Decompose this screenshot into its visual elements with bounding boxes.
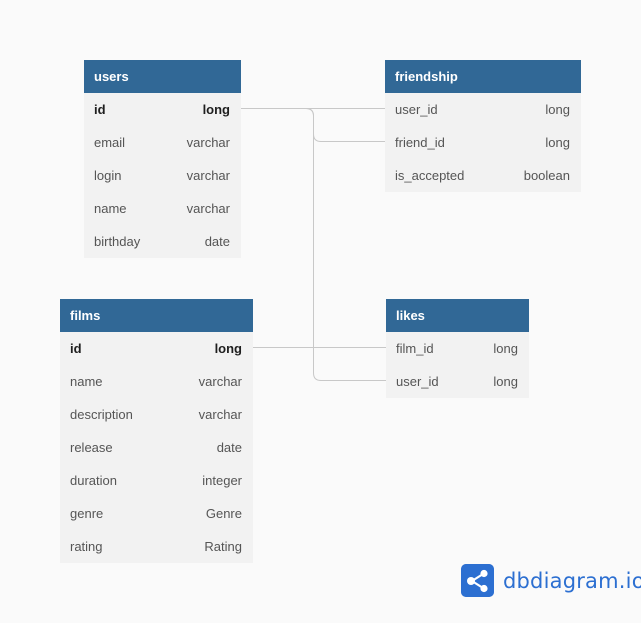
column-name: user_id xyxy=(396,374,439,389)
column-type: date xyxy=(204,234,230,249)
column-name: rating xyxy=(70,539,103,554)
column-row-description[interactable]: description varchar xyxy=(60,398,253,431)
column-type: Rating xyxy=(204,539,242,554)
column-type: varchar xyxy=(198,407,242,422)
column-row-release[interactable]: release date xyxy=(60,431,253,464)
column-type: long xyxy=(202,102,230,117)
column-type: Genre xyxy=(205,506,242,521)
column-type: date xyxy=(216,440,242,455)
brand-watermark[interactable]: dbdiagram.io xyxy=(461,564,641,597)
column-type: long xyxy=(214,341,242,356)
column-name: friend_id xyxy=(395,135,445,150)
column-name: id xyxy=(70,341,82,356)
table-header-users[interactable]: users xyxy=(84,60,241,93)
column-name: film_id xyxy=(396,341,434,356)
column-name: user_id xyxy=(395,102,438,117)
column-row-name[interactable]: name varchar xyxy=(84,192,241,225)
table-users[interactable]: users id long email varchar login varcha… xyxy=(84,60,241,258)
column-type: long xyxy=(493,374,518,389)
column-name: description xyxy=(70,407,133,422)
column-name: birthday xyxy=(94,234,141,249)
column-row-friend-id[interactable]: friend_id long xyxy=(385,126,581,159)
column-type: long xyxy=(545,135,570,150)
column-type: varchar xyxy=(198,374,242,389)
table-friendship[interactable]: friendship user_id long friend_id long i… xyxy=(385,60,581,192)
column-name: is_accepted xyxy=(395,168,465,183)
column-row-rating[interactable]: rating Rating xyxy=(60,530,253,563)
column-row-genre[interactable]: genre Genre xyxy=(60,497,253,530)
column-name: login xyxy=(94,168,122,183)
column-name: name xyxy=(94,201,127,216)
table-likes[interactable]: likes film_id long user_id long xyxy=(386,299,529,398)
column-type: long xyxy=(545,102,570,117)
column-type: long xyxy=(493,341,518,356)
column-row-user-id[interactable]: user_id long xyxy=(386,365,529,398)
column-row-film-id[interactable]: film_id long xyxy=(386,332,529,365)
column-row-id[interactable]: id long xyxy=(84,93,241,126)
column-row-email[interactable]: email varchar xyxy=(84,126,241,159)
column-type: varchar xyxy=(186,168,230,183)
column-name: email xyxy=(94,135,126,150)
table-header-friendship[interactable]: friendship xyxy=(385,60,581,93)
column-type: varchar xyxy=(186,201,230,216)
table-header-films[interactable]: films xyxy=(60,299,253,332)
column-type: boolean xyxy=(523,168,570,183)
connector-users-id-to-friendship-friend-id xyxy=(241,108,385,142)
column-name: id xyxy=(94,102,106,117)
column-row-login[interactable]: login varchar xyxy=(84,159,241,192)
connector-users-id-to-likes-user-id xyxy=(305,108,386,381)
table-header-likes[interactable]: likes xyxy=(386,299,529,332)
column-row-birthday[interactable]: birthday date xyxy=(84,225,241,258)
column-name: duration xyxy=(70,473,117,488)
column-row-user-id[interactable]: user_id long xyxy=(385,93,581,126)
column-name: genre xyxy=(70,506,104,521)
column-row-duration[interactable]: duration integer xyxy=(60,464,253,497)
brand-name: dbdiagram.io xyxy=(503,568,641,593)
column-type: integer xyxy=(202,473,242,488)
column-name: release xyxy=(70,440,113,455)
column-name: name xyxy=(70,374,103,389)
share-nodes-icon xyxy=(461,564,494,597)
column-row-id[interactable]: id long xyxy=(60,332,253,365)
column-row-name[interactable]: name varchar xyxy=(60,365,253,398)
column-type: varchar xyxy=(186,135,230,150)
column-row-is-accepted[interactable]: is_accepted boolean xyxy=(385,159,581,192)
table-films[interactable]: films id long name varchar description v… xyxy=(60,299,253,563)
